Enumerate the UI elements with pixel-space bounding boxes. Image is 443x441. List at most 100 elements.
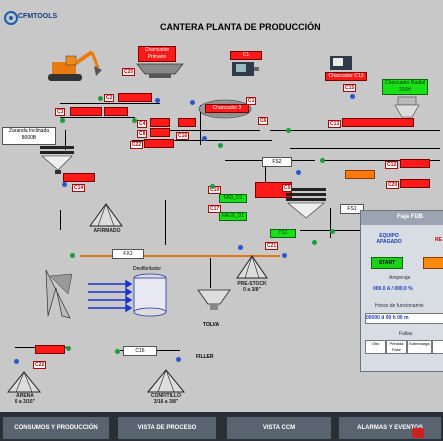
status-dot (330, 229, 335, 234)
conveyor-c12-tag[interactable] (400, 159, 430, 168)
conveyor-c8-tag[interactable] (150, 128, 170, 137)
conveyor-c7-tag[interactable] (150, 118, 170, 127)
prestock-label: PRE-STOCK 0 a 3/8" (237, 281, 267, 293)
code-c12: C12 (385, 161, 399, 169)
afirmado-pile-icon[interactable] (88, 200, 124, 228)
status-dot (190, 100, 195, 105)
conveyor-c13-tag[interactable] (342, 118, 414, 127)
tolva-label: TOLVA (203, 322, 220, 328)
feeder-icon[interactable] (42, 266, 82, 322)
secondary-crusher-tag[interactable]: Chancador 3 (205, 104, 249, 113)
conveyor-c22-tag[interactable] (144, 139, 174, 148)
secondary-screen-icon[interactable] (284, 186, 328, 224)
start-button[interactable]: START (371, 257, 403, 269)
fault-otro: Otro (365, 340, 386, 354)
afirmado-label: AFIRMADO (93, 228, 121, 234)
code-c3: C3 (55, 108, 66, 116)
status-dot (115, 349, 120, 354)
tolva-icon[interactable] (196, 288, 232, 312)
code-c20: C20 (386, 181, 400, 189)
code-c15: C15 (343, 84, 357, 92)
code-c9: C9 (282, 184, 293, 192)
arena-pile-icon[interactable] (6, 368, 42, 394)
code-c8: C8 (137, 130, 148, 138)
faults-label: Fallas (399, 331, 413, 337)
filler-label: FILLER (196, 354, 214, 360)
code-c22b: C22 (33, 361, 47, 369)
alarm-indicator-icon (412, 428, 424, 438)
ts1-tag[interactable]: TS1 (270, 229, 296, 238)
code-c21: C21 (265, 242, 279, 250)
code-c4: C4 (137, 120, 148, 128)
status-dot (70, 253, 75, 258)
conveyor-c20-tag[interactable] (400, 179, 430, 188)
zaranda-label[interactable]: Zaranda Inclinada 8000B (2, 127, 56, 145)
status-dot (210, 184, 215, 189)
cfmtools-logo-icon (4, 11, 18, 25)
conveyor-c22b-tag[interactable] (35, 345, 65, 354)
code-c22: C22 (130, 141, 144, 149)
fad-d1-tag[interactable]: FAD_D1 (219, 194, 247, 203)
status-dot (132, 118, 137, 123)
screen-icon[interactable] (38, 144, 78, 178)
brand-name: CFMTOOLS (18, 13, 58, 20)
popup-title: Faja FDB (397, 214, 424, 220)
conveyor-c3-tag[interactable] (70, 107, 102, 116)
status-dot (66, 346, 71, 351)
status-dot (202, 136, 207, 141)
status-dot (350, 94, 355, 99)
status-dot (62, 182, 67, 187)
hours-value: 00000 d 00 h 00 m (365, 313, 443, 324)
status-dot (296, 170, 301, 175)
confitillo-label: CONFITILLO 3/16 a 3/8" (151, 393, 181, 405)
code-c16: C16 (176, 132, 190, 140)
conveyor-c4-tag[interactable] (104, 107, 128, 116)
nav-vista-proceso[interactable]: VISTA DE PROCESO (117, 416, 217, 440)
status-dot (238, 245, 243, 250)
conveyor-c16-tag[interactable] (178, 118, 196, 127)
chancador-radial-tag[interactable]: Chancador Radial 200H (382, 79, 428, 95)
amperage-value: 000.0 A / 000.0 % (373, 286, 413, 292)
c16-box[interactable]: C16 (123, 346, 157, 356)
nav-vista-ccm[interactable]: VISTA CCM (226, 416, 332, 440)
nav-alarmas-eventos[interactable]: ALARMAS Y EVENTOS (338, 416, 442, 440)
desfibrilador-icon[interactable] (132, 272, 168, 318)
nav-consumos-produccion[interactable]: CONSUMOS Y PRODUCCIÓN (2, 416, 110, 440)
primary-crusher-icon[interactable] (135, 60, 185, 80)
code-c2: C2 (104, 94, 115, 102)
fs2-box[interactable]: FS2 (262, 157, 292, 167)
conveyor-c11-tag[interactable] (345, 170, 375, 179)
code-c25: C25 (122, 68, 136, 76)
amperage-label: Amperaje (389, 275, 411, 281)
chancador-terciario-tag[interactable]: Chancador C13 (325, 72, 367, 81)
fault-extra (431, 340, 443, 354)
code-c1: C1 (246, 97, 257, 105)
conveyor-c2-tag[interactable] (118, 93, 152, 102)
excavator-icon (48, 50, 102, 81)
page-title: CANTERA PLANTA DE PRODUCCIÓN (160, 22, 321, 32)
motor-icon[interactable] (230, 58, 260, 78)
fault-perdida-fase: Perdida Fase (385, 340, 407, 354)
faux-d1-tag[interactable]: FAUX_D1 (219, 212, 247, 221)
status-dot (155, 98, 160, 103)
status-dot (282, 253, 287, 258)
prestock-pile-icon[interactable] (235, 252, 269, 280)
arena-label: ARENA 0 a 3/16" (14, 393, 36, 405)
faja-popup: Faja FDB EQUIPO APAGADO RE START Amperaj… (360, 210, 443, 372)
conveyor-c14-tag[interactable] (63, 173, 95, 182)
equipment-status: EQUIPO APAGADO (376, 233, 402, 245)
desfibrilador-label: Desfibrilador (133, 266, 162, 272)
faults-row: Otro Perdida Fase Sobrecarga (365, 340, 443, 354)
cone-crusher-icon[interactable] (392, 95, 422, 121)
stop-button[interactable] (423, 257, 443, 269)
motor1-tag[interactable]: C1 (230, 51, 262, 60)
code-c13: C13 (328, 120, 342, 128)
confitillo-pile-icon[interactable] (146, 366, 186, 394)
fx1-box[interactable]: FX1 (112, 249, 144, 259)
motor-icon[interactable] (328, 52, 358, 74)
chancador-primario-tag[interactable]: Chancador Primario (138, 46, 176, 62)
status-dot (312, 240, 317, 245)
hours-label: Horas de funcionamie (375, 303, 424, 309)
fs1-box[interactable]: FS1 (340, 204, 364, 214)
